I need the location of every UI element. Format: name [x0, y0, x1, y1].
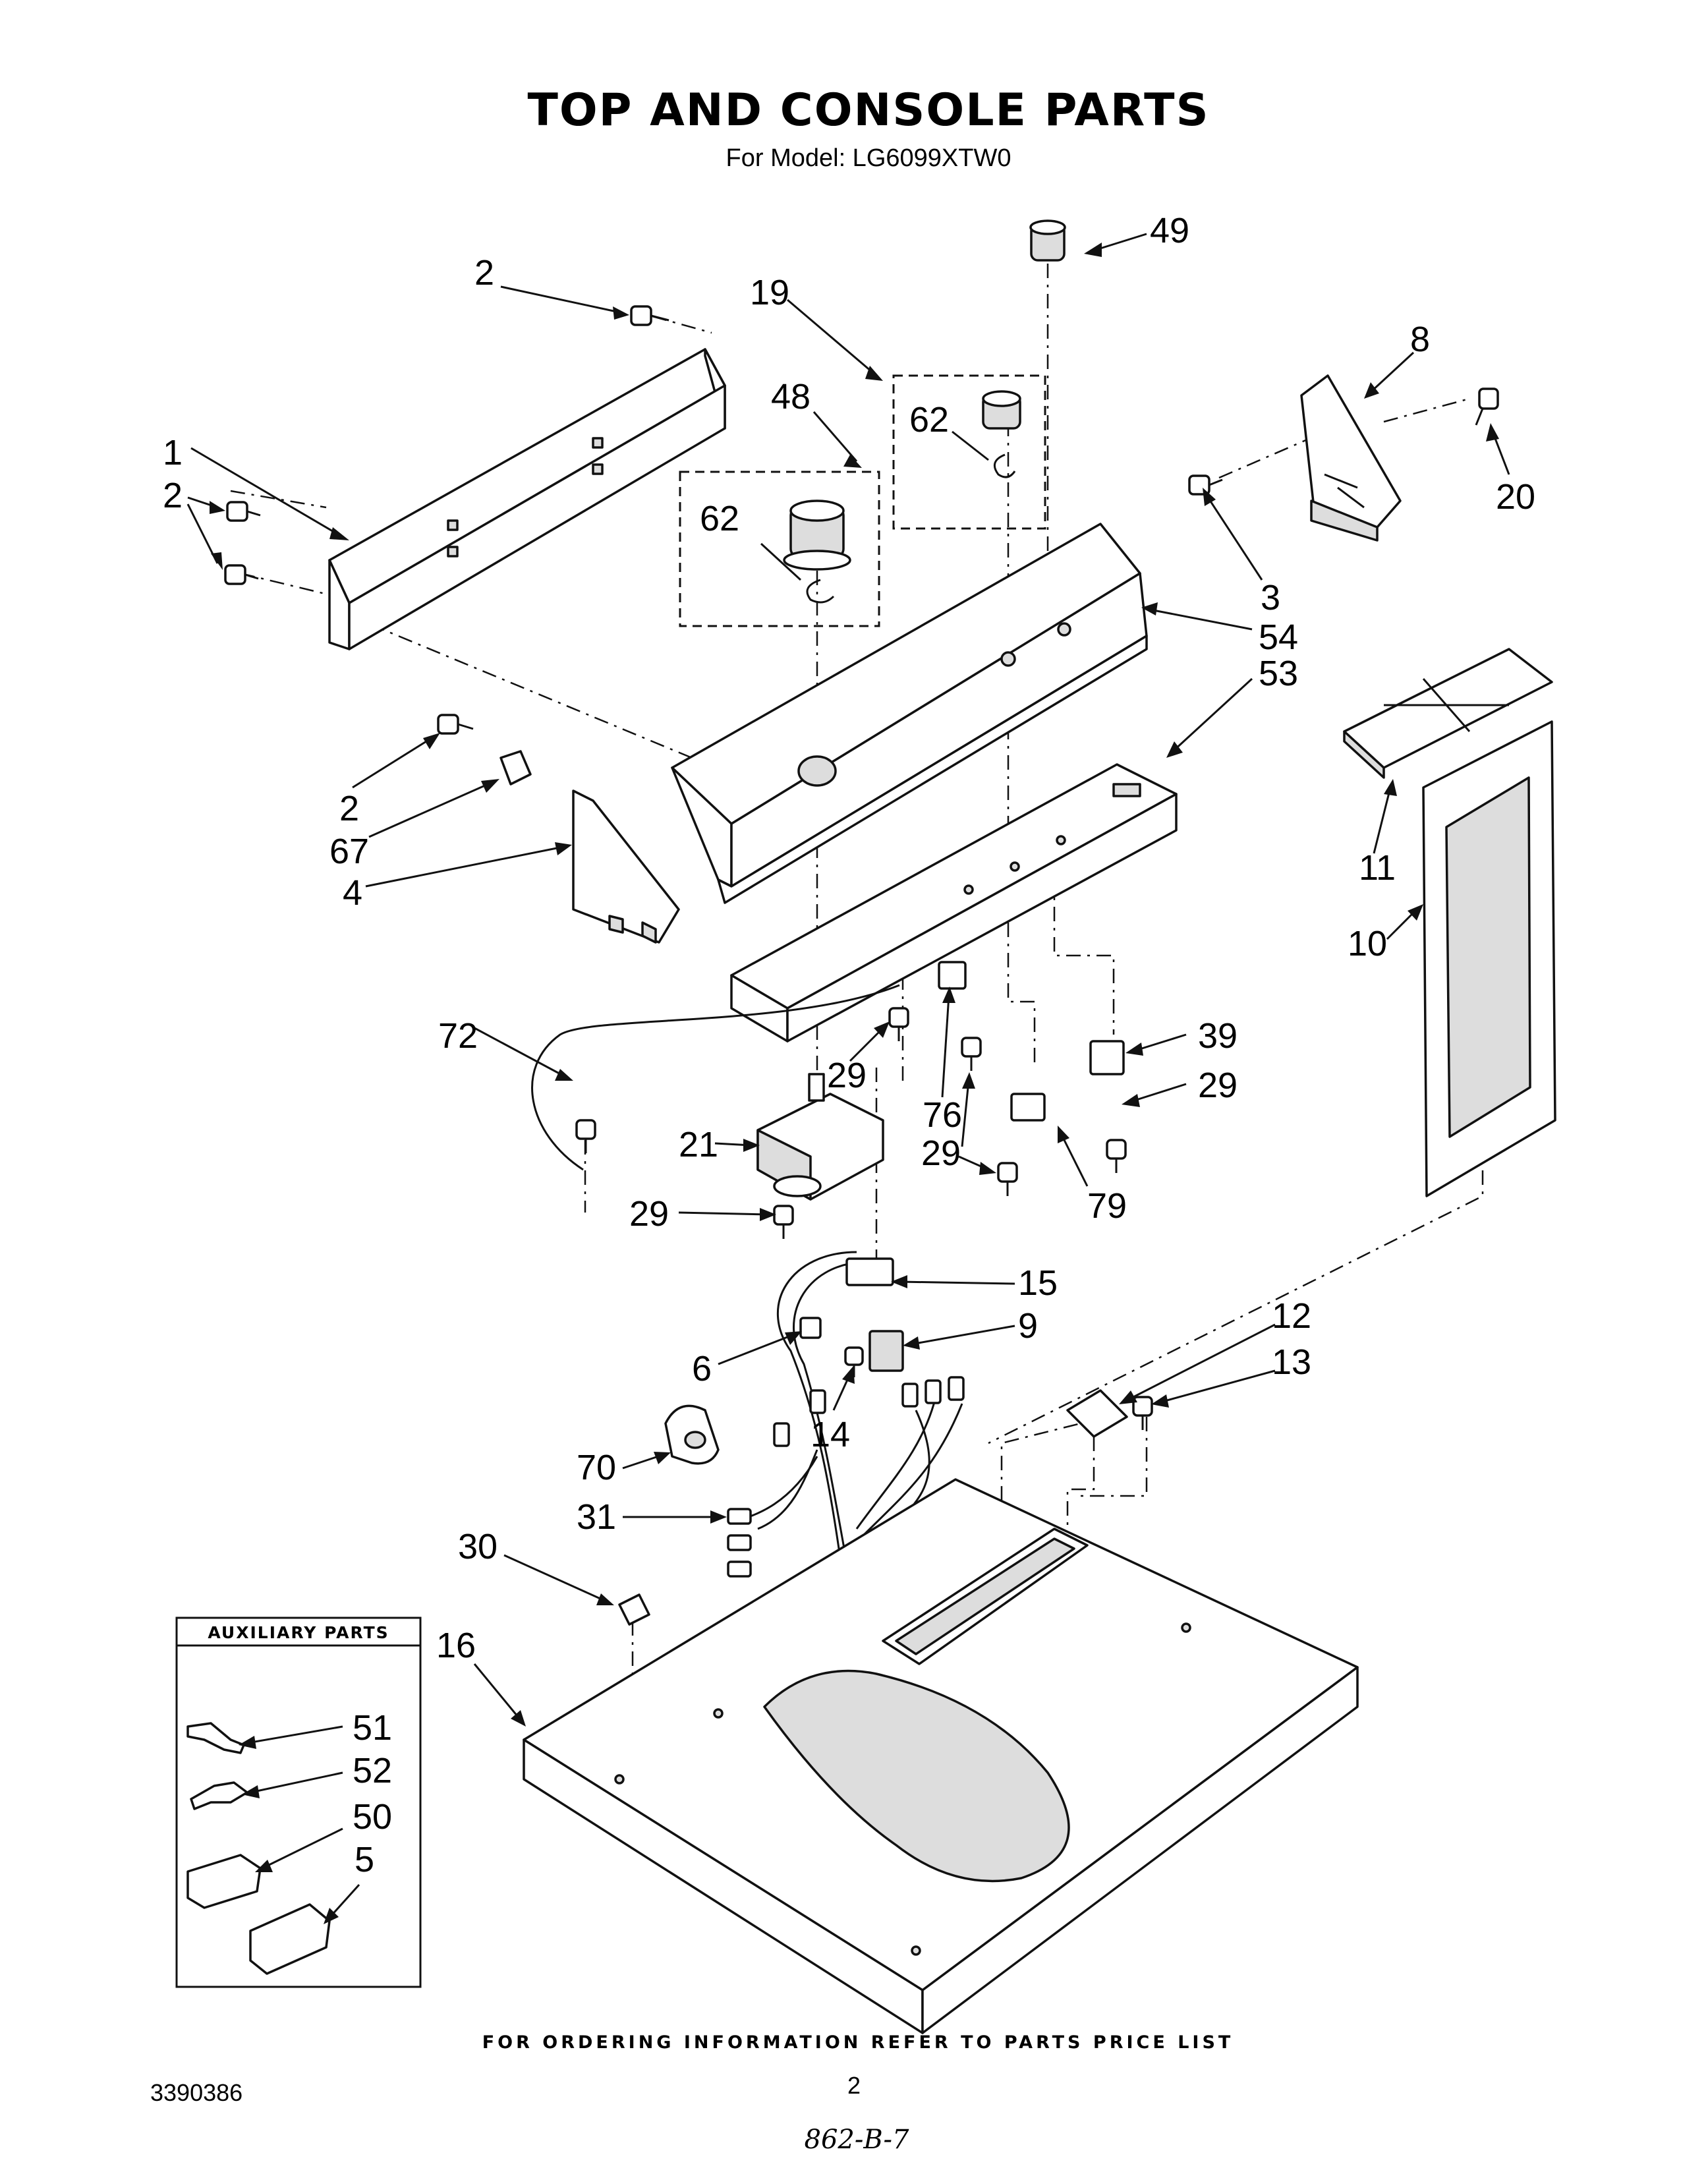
switch-icon	[1089, 1040, 1125, 1075]
callout-49: 49	[1150, 211, 1189, 250]
knob-icon	[1029, 219, 1066, 262]
callout-3: 3	[1261, 578, 1280, 617]
terminal-block	[868, 1330, 904, 1372]
callout-76: 76	[923, 1095, 962, 1135]
callout-48: 48	[771, 377, 811, 416]
callout-51: 51	[353, 1708, 392, 1748]
callout-10: 10	[1348, 924, 1387, 963]
clip-icon	[618, 1593, 650, 1626]
knob-icon	[982, 390, 1021, 478]
callout-6: 6	[692, 1349, 712, 1388]
screw-icon	[630, 305, 669, 326]
clip-icon	[499, 750, 532, 786]
right-end-cap	[1300, 374, 1402, 542]
callout-29: 29	[827, 1056, 867, 1095]
rear-console-bracket	[328, 348, 726, 650]
callout-31: 31	[577, 1497, 616, 1537]
callout-16: 16	[436, 1626, 476, 1665]
switch-icon	[938, 961, 967, 990]
document-number: 3390386	[150, 2079, 242, 2106]
screw-icon	[1132, 1396, 1153, 1430]
connector-housing-icon	[186, 1854, 262, 1909]
lead-wire	[531, 984, 900, 1171]
callout-30: 30	[458, 1527, 498, 1566]
screw-icon	[997, 1162, 1018, 1196]
leader-lines	[186, 233, 1510, 1924]
switch-icon	[1010, 1093, 1046, 1122]
ordering-note: FOR ORDERING INFORMATION REFER TO PARTS …	[482, 2032, 1234, 2053]
timer-motor	[756, 1073, 884, 1201]
knob-group-box-19	[892, 374, 1046, 530]
callout-labels: 2 19 49 8 48 62 1 2 62 20 3 54 53 2 67 4…	[163, 211, 1535, 1879]
callout-1: 1	[163, 433, 183, 472]
callout-9: 9	[1018, 1306, 1038, 1346]
callout-2: 2	[339, 789, 359, 828]
connector-block	[845, 1257, 894, 1286]
screw-icon	[575, 1119, 596, 1153]
callout-79: 79	[1087, 1186, 1127, 1226]
thermostat-clip	[1066, 1389, 1128, 1438]
terminal-icon	[190, 1781, 248, 1810]
knob-icon	[783, 500, 851, 604]
callout-5: 5	[355, 1840, 374, 1879]
callout-72: 72	[438, 1016, 478, 1056]
page-number: 2	[847, 2072, 861, 2099]
terminal-icon	[186, 1722, 245, 1754]
screw-icon	[1475, 387, 1499, 426]
page-title: TOP AND CONSOLE PARTS	[527, 84, 1209, 136]
top-panel	[523, 1478, 1359, 2034]
callout-29: 29	[921, 1133, 961, 1173]
callout-67: 67	[329, 832, 369, 871]
auxiliary-parts-panel: AUXILIARY PARTS	[175, 1616, 422, 1988]
callout-50: 50	[353, 1797, 392, 1837]
screw-icon	[437, 714, 474, 735]
screw-icon	[773, 1205, 794, 1239]
clip-icon	[799, 1317, 822, 1339]
callout-11: 11	[1359, 848, 1396, 888]
knob-group-box-48	[679, 471, 880, 627]
callout-21: 21	[679, 1125, 718, 1164]
callout-14: 14	[811, 1415, 850, 1454]
callout-54: 54	[1259, 617, 1298, 657]
callout-12: 12	[1272, 1296, 1311, 1336]
callout-29: 29	[629, 1194, 669, 1234]
callout-62: 62	[909, 400, 949, 440]
callout-70: 70	[577, 1448, 616, 1487]
callout-39: 39	[1198, 1016, 1238, 1056]
harness-clamp	[664, 1404, 720, 1465]
lint-filter-cover	[1343, 648, 1553, 779]
connector-housing-icon	[249, 1903, 331, 1975]
callout-2: 2	[474, 253, 494, 293]
callout-15: 15	[1018, 1263, 1058, 1303]
screw-icon	[224, 564, 259, 585]
screw-icon	[961, 1037, 982, 1071]
callout-53: 53	[1259, 654, 1298, 693]
handwritten-code: 862-B-7	[805, 2125, 910, 2155]
callout-13: 13	[1272, 1342, 1311, 1382]
callout-62: 62	[700, 499, 739, 538]
console-panel	[671, 523, 1148, 904]
left-end-cap	[572, 789, 680, 944]
callout-29: 29	[1198, 1066, 1238, 1105]
callout-4: 4	[343, 873, 362, 913]
wiring-harness	[727, 1251, 965, 1582]
callout-8: 8	[1410, 320, 1430, 359]
callout-52: 52	[353, 1751, 392, 1790]
callout-2: 2	[163, 476, 183, 515]
model-subtitle: For Model: LG6099XTW0	[726, 144, 1011, 172]
lint-filter-screen	[1422, 720, 1556, 1197]
screw-icon	[1106, 1139, 1127, 1173]
auxiliary-parts-heading: AUXILIARY PARTS	[208, 1623, 389, 1642]
callout-20: 20	[1496, 477, 1535, 517]
screw-icon	[226, 501, 261, 522]
console-base	[730, 763, 1178, 1043]
screw-icon	[888, 1007, 909, 1041]
callout-19: 19	[750, 273, 789, 312]
